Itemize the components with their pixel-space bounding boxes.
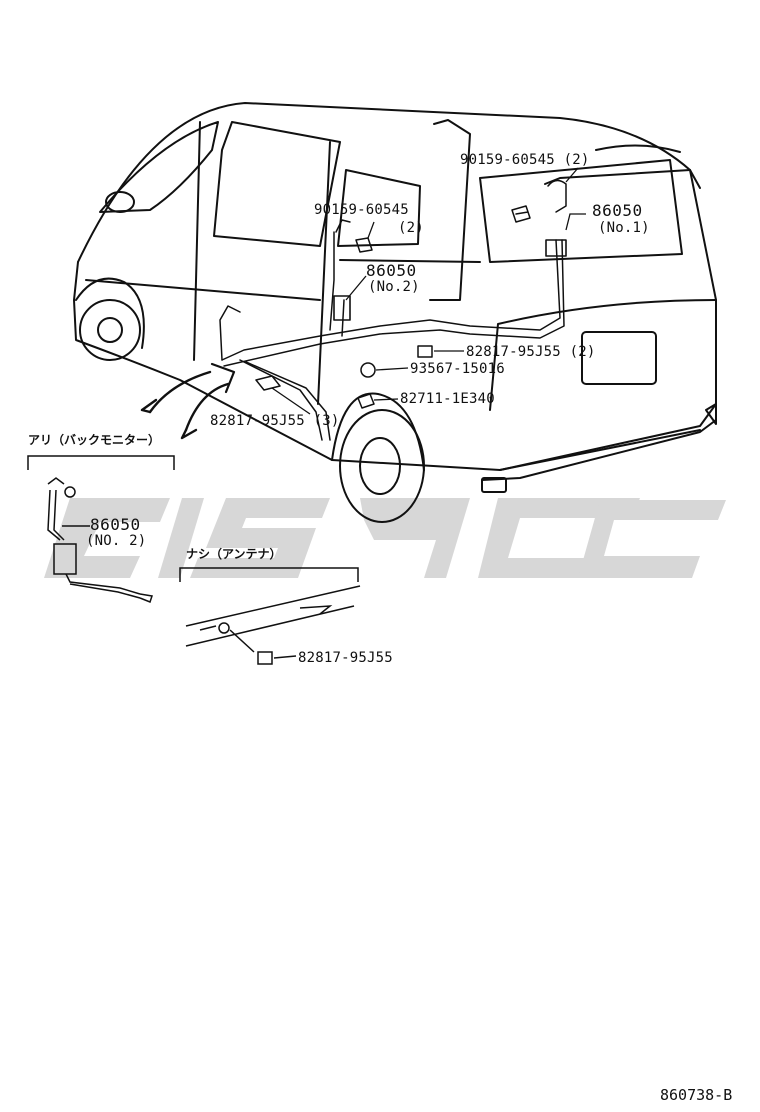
callout-antenna-no1: 86050 (592, 203, 643, 219)
van-side-window-front (213, 121, 341, 247)
bolt-icon-upper-right (511, 205, 531, 223)
sub-label: (No.2) (368, 279, 420, 295)
callout-antenna-no2-sub: (No.2) (368, 280, 420, 294)
van-rear-bumper (499, 403, 717, 471)
inset-right-heading: ナシ（アンテナ） (186, 547, 282, 561)
van-front-wheel-arch (75, 277, 145, 349)
inset-right-part-number: 82817-95J55 (298, 650, 393, 666)
van-body-side (73, 261, 701, 471)
inset-label-pad (257, 651, 273, 665)
van-rear-window (479, 159, 683, 263)
inset-antenna-module (53, 543, 77, 575)
van-side-window-mid (337, 169, 421, 247)
van-windshield (99, 121, 219, 213)
antenna-cable-main (221, 239, 561, 361)
watermark-logo (44, 498, 726, 578)
van-rear (481, 169, 717, 481)
detail-pointer-arrow-inner (184, 382, 230, 432)
callout-antenna-no2: 86050 (366, 263, 417, 279)
inset-left (27, 455, 175, 603)
part-number: 82817-95J55 (210, 413, 305, 429)
inset-right (179, 567, 361, 665)
callout-label-three: 82817-95J55 (3) (210, 414, 339, 428)
bolt-icon-center (355, 237, 373, 253)
antenna-no2-module (333, 295, 351, 321)
quantity: (2) (569, 344, 596, 360)
inset-left-part-number: 86050 (90, 515, 141, 534)
sub-label: (No.1) (598, 220, 650, 236)
grommet-icon (357, 393, 375, 409)
inset-left-heading: アリ（バックモニター） (28, 433, 161, 447)
leader-lines (271, 167, 586, 415)
callout-bolt-upper-right: 90159-60545 (2) (460, 153, 589, 167)
quantity: (2) (398, 220, 424, 236)
callout-label-two: 82817-95J55 (2) (466, 345, 595, 359)
detail-pointer-arrow (148, 370, 212, 414)
callout-antenna-no1-sub: (No.1) (598, 221, 650, 235)
part-number: 82711-1E340 (400, 391, 495, 407)
callout-grommet: 82711-1E340 (400, 392, 495, 406)
figure-number: 860738-B (660, 1086, 733, 1104)
inset-left-sub: (NO. 2) (86, 533, 147, 549)
part-number: 90159-60545 (314, 202, 409, 218)
label-pad-three (255, 375, 281, 391)
part-number: 82817-95J55 (466, 344, 561, 360)
part-number: 90159-60545 (460, 152, 555, 168)
part-number: 86050 (592, 201, 643, 220)
antenna-no1-module (545, 239, 567, 257)
callout-clamp: 93567-15016 (410, 362, 505, 376)
callout-bolt-center: 90159-60545 (314, 203, 409, 217)
part-number: 93567-15016 (410, 361, 505, 377)
van-roof-line (77, 102, 701, 263)
label-pad-two (417, 345, 433, 358)
part-number: 86050 (366, 261, 417, 280)
quantity: (2) (563, 152, 590, 168)
antenna-cable-branch (329, 231, 345, 337)
clamp-s-icon (360, 362, 376, 378)
callout-bolt-center-qty: (2) (398, 221, 424, 235)
quantity: (3) (313, 413, 340, 429)
